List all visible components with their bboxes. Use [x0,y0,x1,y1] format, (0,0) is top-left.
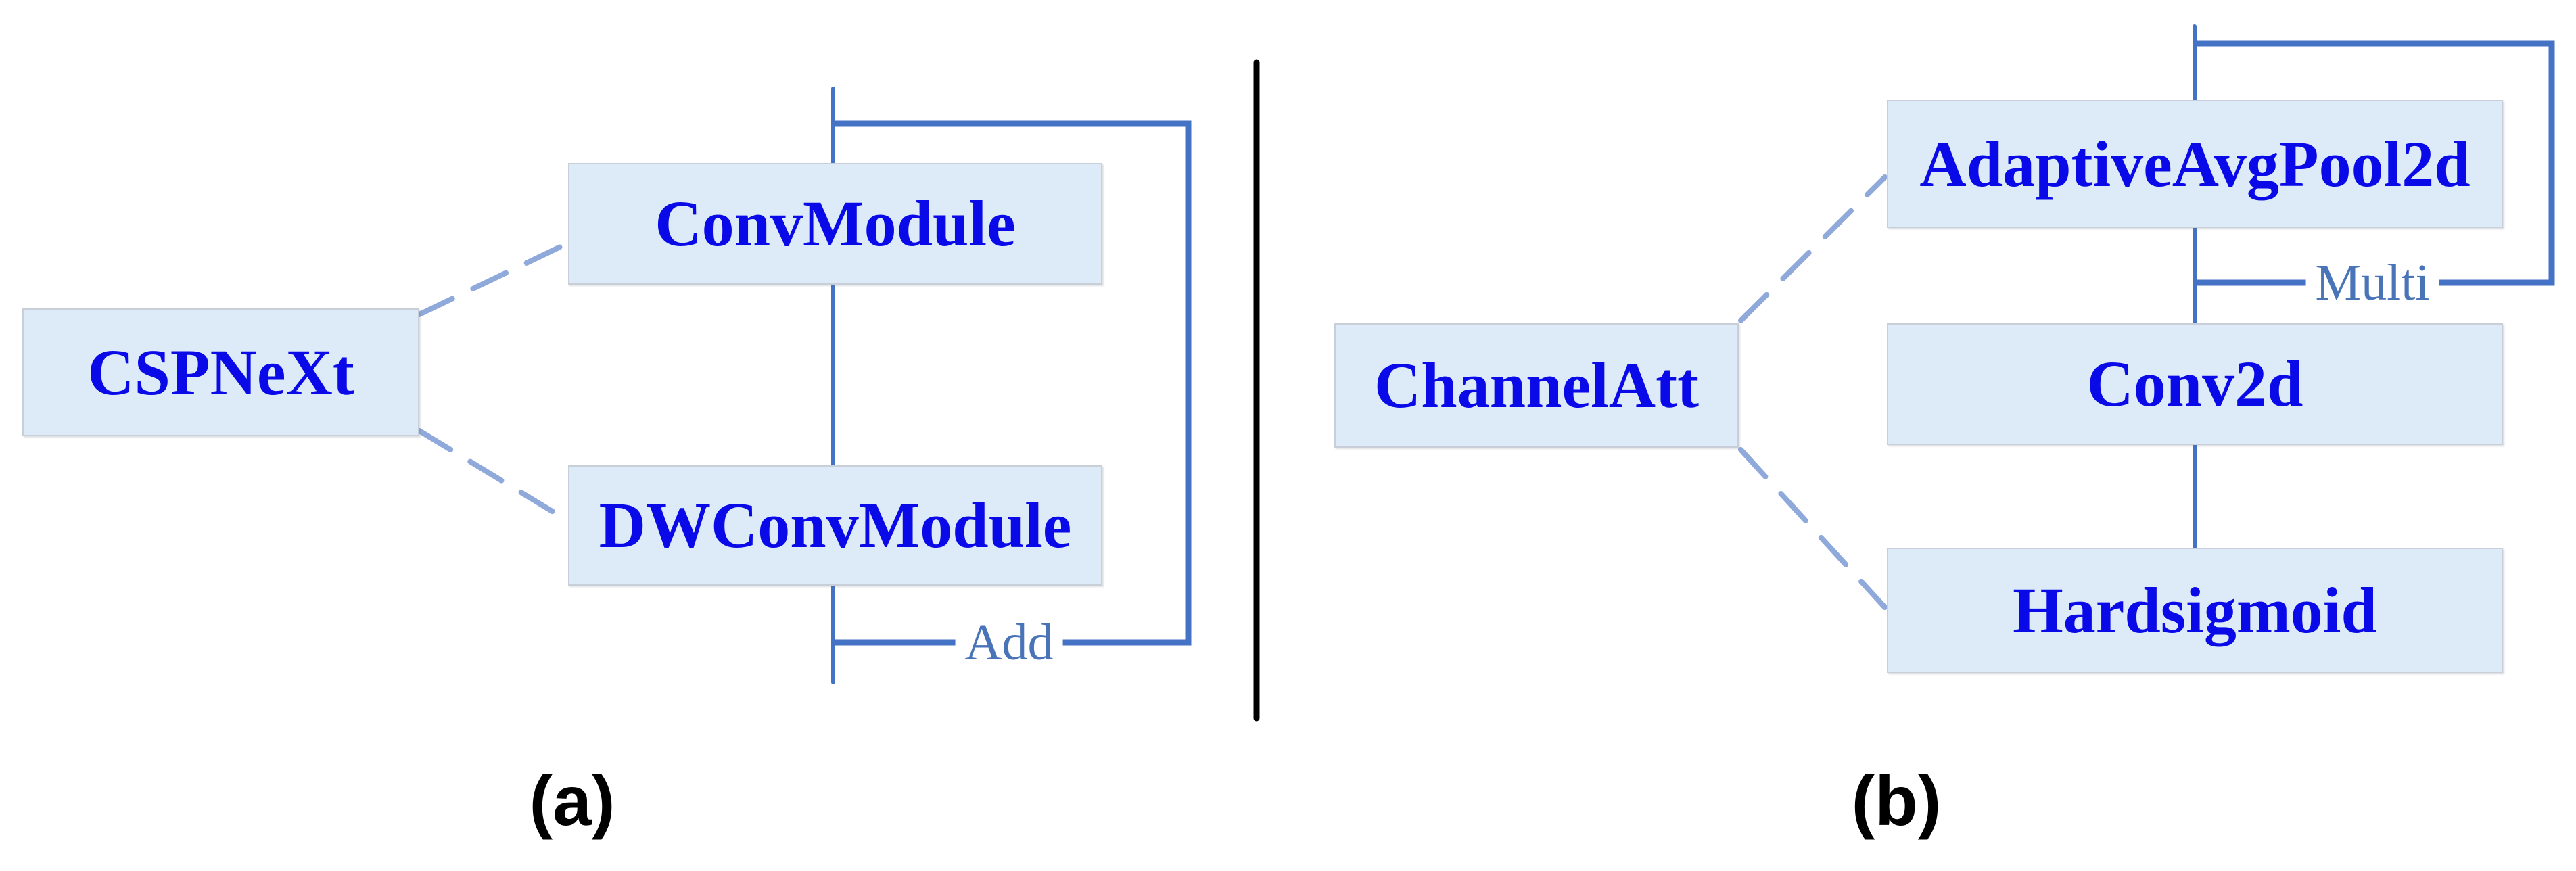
node-conv2d: Conv2d [1887,323,2503,445]
node-convmodule: ConvModule [568,163,1102,285]
node-dwconvmodule-label: DWConvModule [599,489,1072,561]
dashed-link-a-top [417,239,573,317]
node-hardsigmoid: Hardsigmoid [1887,548,2503,673]
dashed-link-b-top [1738,174,1888,323]
dashed-link-a-bottom [417,428,573,525]
node-conv2d-label: Conv2d [2086,348,2303,420]
node-cspnext-label: CSPNeXt [87,335,354,408]
node-adaptiveavgpool2d: AdaptiveAvgPool2d [1887,100,2503,228]
merge-op-label-add: Add [955,617,1063,668]
node-adaptiveavgpool2d-label: AdaptiveAvgPool2d [1919,127,2470,200]
panel-caption-a: (a) [529,762,615,841]
node-channelatt: ChannelAtt [1334,323,1739,448]
node-channelatt-label: ChannelAtt [1374,349,1700,421]
node-cspnext: CSPNeXt [22,308,419,436]
panel-caption-b: (b) [1851,762,1942,841]
merge-op-label-multi: Multi [2305,257,2439,308]
dashed-link-b-bottom [1738,447,1888,610]
node-dwconvmodule: DWConvModule [568,465,1102,586]
node-hardsigmoid-label: Hardsigmoid [2013,573,2377,646]
node-convmodule-label: ConvModule [655,187,1016,260]
